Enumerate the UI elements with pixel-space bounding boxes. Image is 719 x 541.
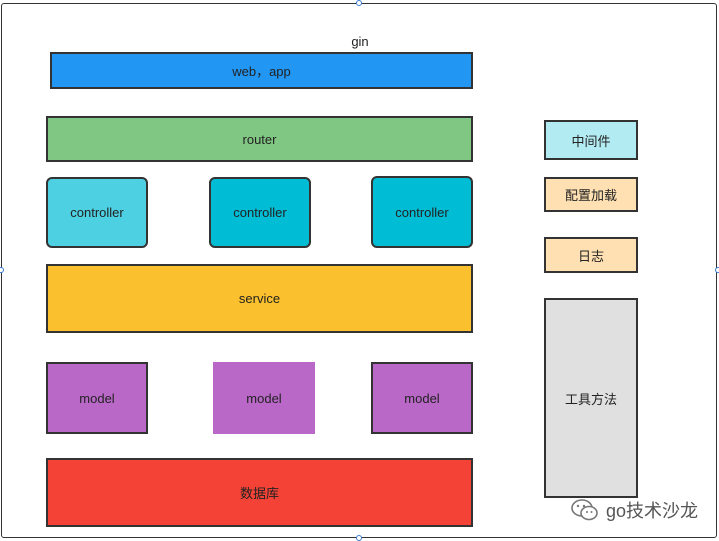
watermark: go技术沙龙 [570,497,698,523]
router-layer[interactable]: router [46,116,473,162]
watermark-text: go技术沙龙 [606,501,699,521]
model-box-3[interactable]: model [371,362,473,434]
model-box-1[interactable]: model [46,362,148,434]
config-loading-box[interactable]: 配置加载 [544,177,638,212]
service-layer[interactable]: service [46,264,473,333]
middleware-box[interactable]: 中间件 [544,120,638,160]
resize-handle-left[interactable] [0,267,4,273]
wechat-icon [571,499,598,521]
controller-box-3[interactable]: controller [371,176,473,248]
web-app-layer[interactable]: web，app [50,52,473,89]
database-layer[interactable]: 数据库 [46,458,473,527]
controller-box-1[interactable]: controller [46,177,148,248]
resize-handle-bottom[interactable] [356,535,362,541]
diagram-title: gin [351,34,369,49]
utils-box[interactable]: 工具方法 [544,298,638,498]
resize-handle-right[interactable] [715,267,719,273]
resize-handle-top[interactable] [356,0,362,6]
controller-box-2[interactable]: controller [209,177,311,248]
model-box-2[interactable]: model [213,362,315,434]
log-box[interactable]: 日志 [544,237,638,273]
